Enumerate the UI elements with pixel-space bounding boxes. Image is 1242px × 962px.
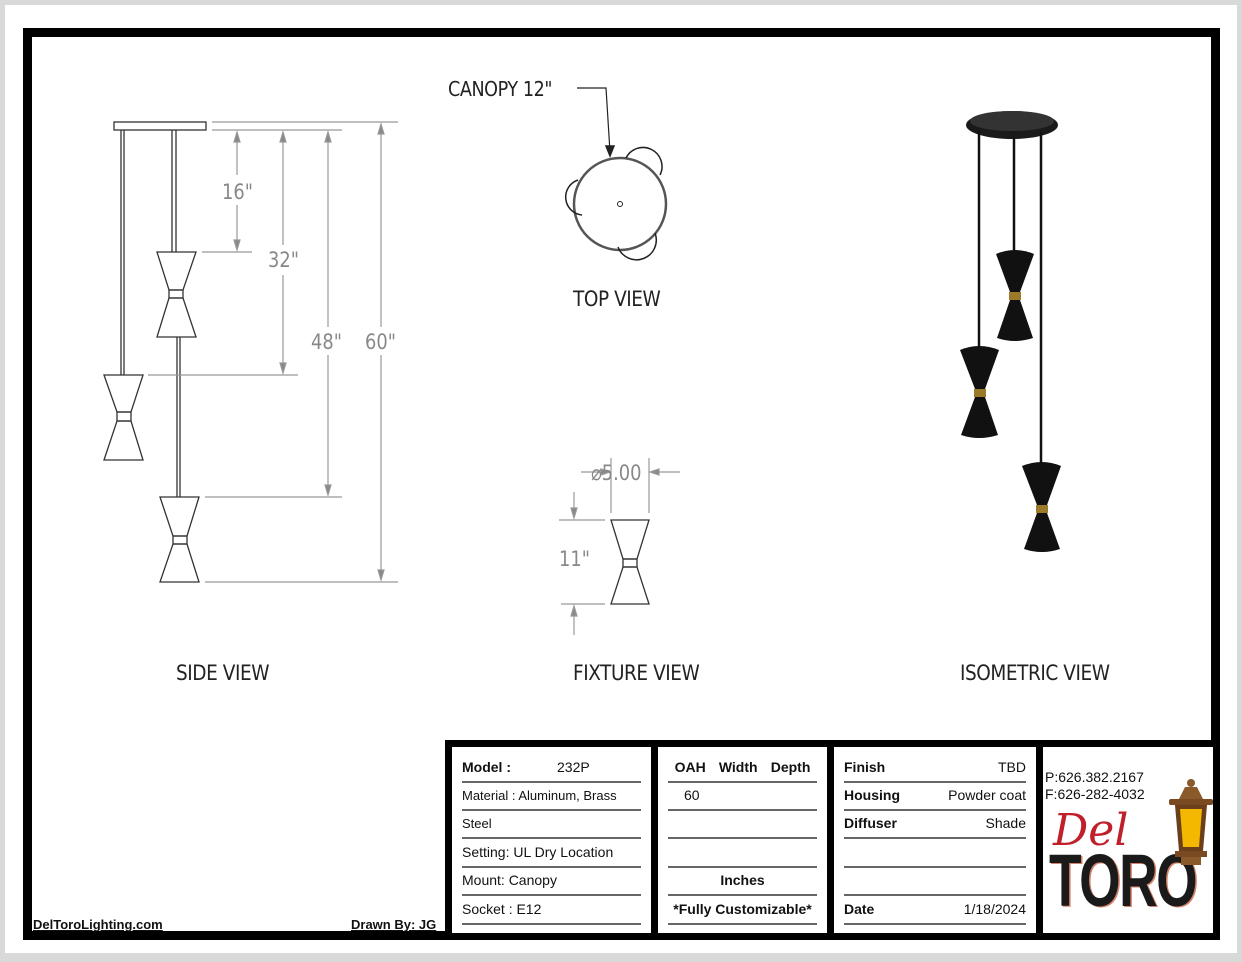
diffuser-row: Diffuser Shade: [844, 809, 1026, 839]
side-view-label: SIDE VIEW: [176, 661, 270, 685]
housing-label: Housing: [844, 787, 900, 803]
material-cont-row: Steel: [462, 809, 641, 839]
fixture-height: 11": [559, 547, 590, 571]
finish-label: Finish: [844, 759, 886, 775]
model-label: Model :: [462, 759, 511, 775]
fixture-dimension-lines: [559, 458, 680, 635]
fixture-view-drawing: [610, 519, 650, 605]
dimension-32: 32": [268, 248, 299, 272]
model-row: Model : 232P: [462, 753, 641, 783]
spec-block: Model : 232P Material : Aluminum, Brass …: [445, 740, 658, 940]
lantern-icon: [1169, 779, 1213, 865]
finish-row: Finish TBD: [844, 753, 1026, 783]
setting-row: Setting: UL Dry Location: [462, 838, 641, 868]
date-value: 1/18/2024: [963, 901, 1026, 917]
finish-blank-row-1: [844, 838, 1026, 868]
dimensions-blank-row-2: [668, 838, 817, 868]
fixture-diameter: ⌀5.00: [591, 461, 642, 485]
fax-number: F:626-282-4032: [1045, 786, 1145, 802]
finish-value: TBD: [998, 759, 1026, 775]
diffuser-value: Shade: [985, 815, 1026, 831]
header-oah: OAH: [674, 759, 706, 775]
dimensions-header-row: OAH Width Depth: [668, 753, 817, 783]
diffuser-label: Diffuser: [844, 815, 897, 831]
phone-number: P:626.382.2167: [1045, 769, 1144, 785]
finish-blank-row-2: [844, 866, 1026, 896]
dimension-60: 60": [365, 330, 396, 354]
units-row: Inches: [668, 866, 817, 896]
isometric-view-label: ISOMETRIC VIEW: [960, 661, 1110, 685]
side-view-drawing: [103, 121, 207, 583]
customizable-note: *Fully Customizable*: [668, 895, 817, 925]
date-label: Date: [844, 901, 875, 917]
side-view-dimension-lines: [148, 121, 398, 583]
top-view-label: TOP VIEW: [573, 287, 661, 311]
header-depth: Depth: [770, 759, 811, 775]
top-view-drawing: [564, 87, 668, 261]
isometric-view-render: [960, 111, 1061, 552]
fixture-view-label: FIXTURE VIEW: [573, 661, 700, 685]
material-row: Material : Aluminum, Brass: [462, 781, 641, 811]
housing-value: Powder coat: [948, 787, 1026, 803]
website-link[interactable]: DelToroLighting.com: [33, 917, 163, 932]
canopy-callout: CANOPY 12": [448, 77, 553, 101]
mount-row: Mount: Canopy: [462, 866, 641, 896]
logo-wordmark: TORO: [1049, 839, 1198, 922]
housing-row: Housing Powder coat: [844, 781, 1026, 811]
company-block: P:626.382.2167 F:626-282-4032 Del TORO: [1036, 740, 1220, 940]
finish-block: Finish TBD Housing Powder coat Diffuser …: [827, 740, 1043, 940]
dimension-16: 16": [222, 180, 253, 204]
logo-script: Del: [1053, 805, 1129, 856]
date-row: Date 1/18/2024: [844, 895, 1026, 925]
dimensions-block: OAH Width Depth 60 Inches *Fully Customi…: [651, 740, 834, 940]
contact-info: P:626.382.2167 F:626-282-4032: [1045, 769, 1145, 803]
dimensions-value-row: 60: [668, 781, 817, 811]
dimensions-blank-row-1: [668, 809, 817, 839]
socket-row: Socket : E12: [462, 895, 641, 925]
dimension-48: 48": [311, 330, 342, 354]
header-width: Width: [718, 759, 758, 775]
model-value: 232P: [557, 759, 590, 775]
value-oah: 60: [684, 787, 700, 803]
drawn-by: Drawn By: JG: [351, 917, 437, 932]
